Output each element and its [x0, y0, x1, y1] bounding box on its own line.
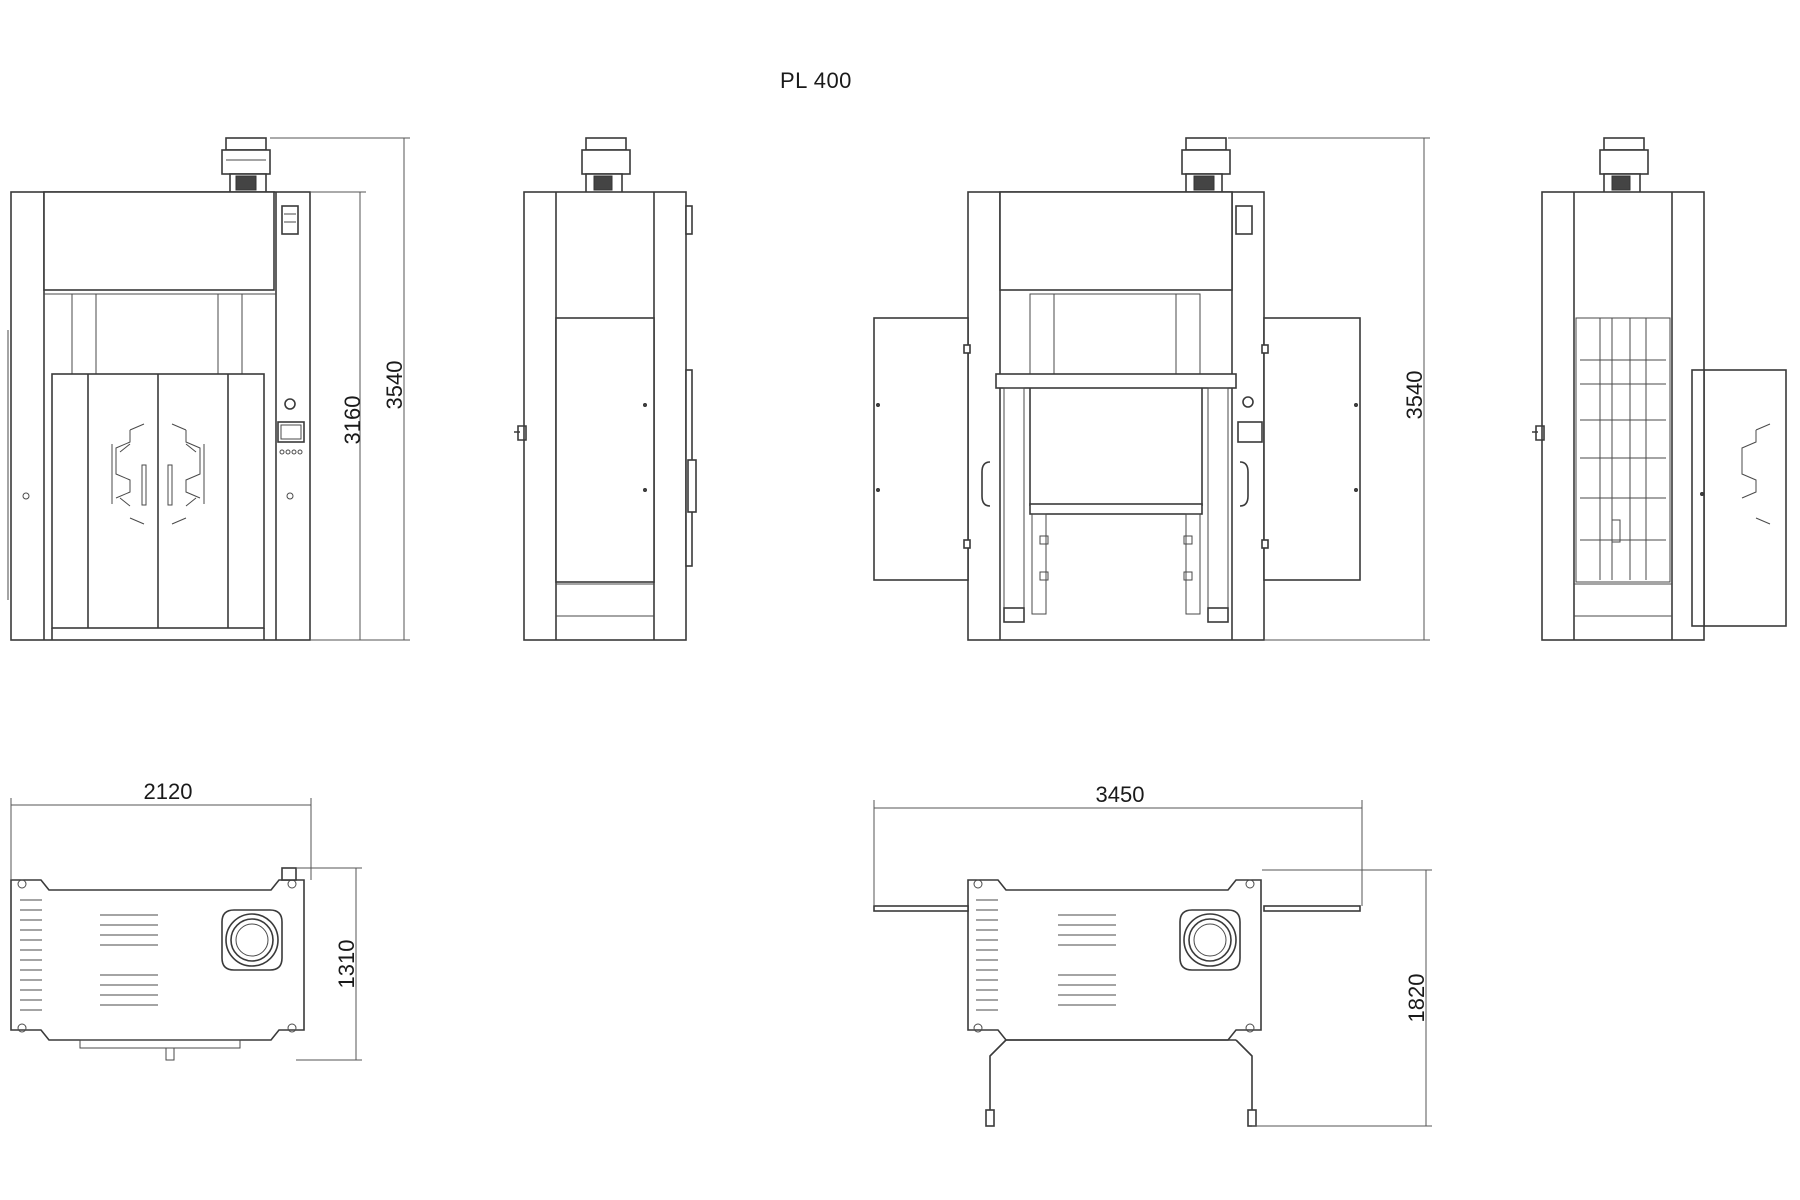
dimension-front-body-height: 3160: [340, 396, 365, 445]
open-side-door: [1703, 369, 1787, 627]
dimension-front-total-height: 3540: [382, 361, 407, 410]
side-view-open: [1532, 137, 1787, 641]
ramp-frame: [989, 1039, 1253, 1126]
drawing-title: PL 400: [780, 68, 852, 93]
motor: [581, 137, 631, 195]
plan-view-open: [873, 879, 1361, 1127]
door-vent-pattern: [111, 423, 205, 525]
motor: [1599, 137, 1649, 195]
rack-interior: [1575, 317, 1671, 583]
motor: [221, 137, 271, 195]
upper-hood: [999, 191, 1233, 291]
dimension-plan-closed-depth: 1310: [334, 940, 359, 989]
front-height-dimensions: 3160 3540: [270, 137, 410, 641]
open-height-dimension: 3540: [1228, 137, 1430, 641]
left-door-plan: [873, 905, 969, 912]
side-frame: [1541, 191, 1705, 641]
rack-trolley: [981, 373, 1249, 623]
right-open-door: [1263, 317, 1361, 581]
plan-open-dimensions: 3450 1820: [873, 782, 1432, 1127]
right-door-plan: [1263, 905, 1361, 912]
dimension-plan-closed-width: 2120: [144, 779, 193, 804]
upper-hood: [43, 191, 275, 291]
fan-housing: [1179, 909, 1241, 971]
dimension-plan-open-depth: 1820: [1404, 974, 1429, 1023]
emergency-stop: [284, 398, 296, 410]
left-open-door: [873, 317, 969, 581]
vent-grille: [281, 205, 299, 235]
control-screen: [277, 421, 305, 443]
side-view-closed: [514, 137, 697, 641]
motor: [1181, 137, 1231, 195]
fan-housing: [221, 909, 283, 971]
door-vent-pattern: [1741, 423, 1771, 525]
side-door: [555, 317, 655, 583]
plan-closed-dimensions: 2120 1310: [10, 779, 362, 1061]
front-view-closed: [7, 137, 311, 641]
dimension-open-total-height: 3540: [1402, 371, 1427, 420]
plan-view-closed: [10, 867, 305, 1061]
rack-shelves: [1580, 318, 1666, 580]
dimension-plan-open-width: 3450: [1096, 782, 1145, 807]
front-view-open: [873, 137, 1361, 641]
